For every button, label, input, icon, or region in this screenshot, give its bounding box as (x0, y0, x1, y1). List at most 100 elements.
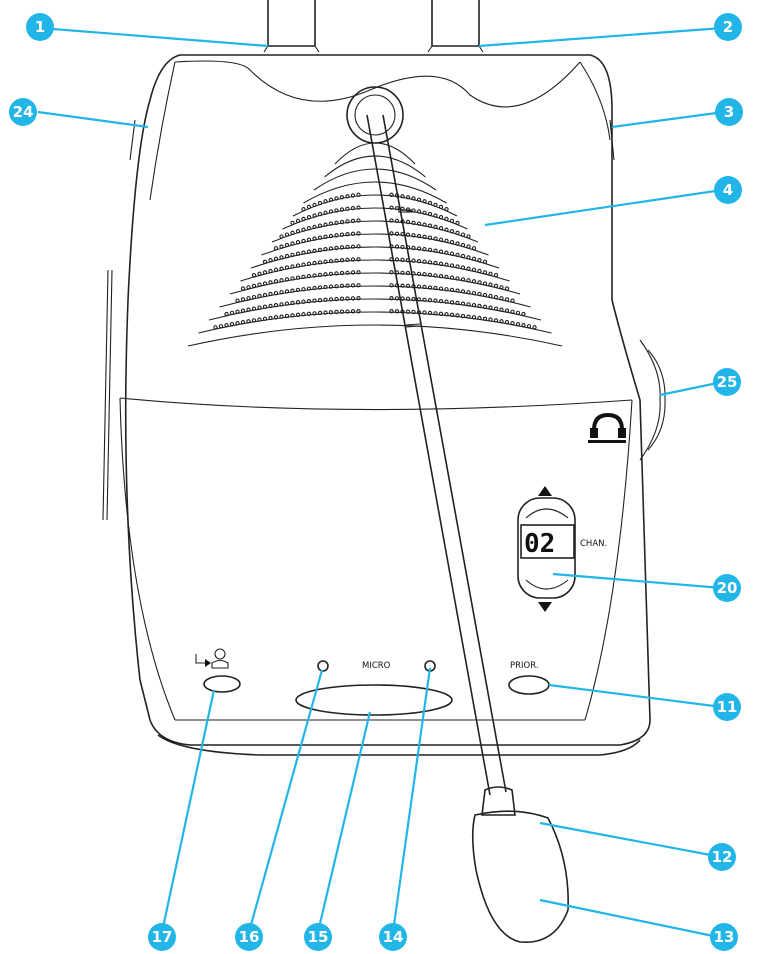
grille-perforation (416, 209, 422, 214)
grille-perforation (345, 309, 350, 314)
grille-perforation (433, 213, 438, 218)
grille-perforation (246, 307, 251, 312)
grille-perforation (493, 283, 499, 289)
grille-perforation (356, 309, 361, 314)
grille-perforation (438, 237, 444, 242)
grille-perforation (356, 270, 361, 275)
grille-perforation (279, 234, 284, 239)
grille-perforation (411, 208, 416, 213)
grille-perforation (279, 255, 284, 260)
grille-perforation (229, 321, 235, 327)
grille-perforation (466, 244, 471, 249)
grille-perforation (471, 267, 477, 272)
grille-perforation (273, 302, 279, 308)
grille-perforation (444, 207, 449, 212)
grille-perforation (394, 257, 400, 262)
grille-perforation (218, 324, 224, 329)
grille-perforation (422, 284, 427, 290)
grille-perforation (394, 218, 400, 224)
grille-perforation (455, 220, 460, 226)
svg-text:15: 15 (308, 928, 329, 946)
grille-perforation (482, 292, 488, 298)
grille-perforation (427, 310, 433, 316)
grille-perforation (350, 309, 356, 314)
svg-text:20: 20 (717, 579, 738, 597)
grille-perforation (389, 296, 394, 301)
grille-perforation (339, 309, 345, 314)
grille-perforation (284, 277, 290, 282)
grille-perforation (240, 286, 246, 291)
channel-down-button[interactable] (525, 579, 569, 590)
grille-perforation (493, 273, 499, 278)
grille-perforation (526, 324, 532, 329)
call-button[interactable] (203, 675, 241, 693)
grille-perforation (400, 232, 405, 237)
grille-perforation (394, 309, 400, 314)
priority-button[interactable] (508, 675, 550, 695)
grille-perforation (262, 281, 268, 286)
grille-perforation (323, 259, 328, 264)
grille-perforation (295, 287, 301, 293)
grille-perforation (251, 294, 257, 300)
grille-perforation (317, 260, 323, 265)
grille-perforation (235, 298, 240, 303)
grille-perforation (422, 199, 427, 204)
grille-perforation (284, 232, 290, 237)
grille-perforation (235, 309, 240, 314)
grille-perforation (345, 244, 350, 250)
grille-perforation (449, 240, 455, 245)
grille-perforation (317, 235, 323, 240)
grille-perforation (449, 218, 455, 224)
grille-perforation (493, 306, 499, 311)
channel-selector[interactable]: 02 CHAN. (517, 486, 607, 612)
grille-perforation (251, 318, 257, 323)
grille-perforation (290, 313, 295, 318)
grille-perforation (477, 315, 482, 321)
svg-text:16: 16 (239, 928, 260, 946)
grille-perforation (312, 236, 317, 241)
grille-perforation (400, 194, 405, 199)
grille-perforation (455, 241, 460, 246)
micro-control[interactable]: MICRO (295, 660, 453, 716)
grille-perforation (482, 304, 488, 309)
grille-perforation (350, 193, 356, 198)
grille-perforation (422, 247, 427, 252)
grille-perforation (400, 283, 405, 288)
grille-arc (292, 194, 458, 217)
grille-perforation (389, 205, 394, 210)
grille-perforation (444, 312, 449, 317)
grille-perforation (389, 231, 394, 236)
grille-perforation (356, 257, 361, 262)
grille-arc (187, 324, 563, 347)
mic-socket (346, 86, 404, 144)
grille-perforation (394, 231, 400, 236)
grille-perforation (334, 258, 339, 263)
grille-perforation (268, 303, 273, 309)
callout-16: 16 (235, 923, 263, 951)
grille-perforation (301, 312, 306, 317)
grille-perforation (444, 250, 449, 255)
svg-text:1: 1 (35, 18, 45, 36)
grille-perforation (433, 273, 438, 278)
micro-button[interactable] (295, 684, 453, 716)
grille-perforation (433, 224, 438, 230)
grille-perforation (246, 296, 251, 301)
grille-perforation (279, 302, 284, 307)
grille-perforation (312, 285, 317, 291)
grille-perforation (262, 270, 268, 275)
priority-control[interactable]: PRIOR. (508, 661, 550, 695)
grille-perforation (295, 229, 301, 234)
call-control[interactable] (195, 648, 241, 693)
channel-up-button[interactable] (525, 508, 569, 519)
grille-perforation (339, 232, 345, 237)
grille-perforation (339, 270, 345, 276)
grille-perforation (433, 285, 438, 291)
grille-perforation (405, 309, 411, 314)
grille-perforation (438, 215, 444, 220)
callout-13: 13 (710, 923, 738, 951)
grille-perforation (290, 300, 295, 306)
grille-perforation (312, 224, 317, 230)
grille-perforation (301, 250, 306, 255)
grille-perforation (345, 206, 350, 211)
grille-perforation (433, 236, 438, 241)
